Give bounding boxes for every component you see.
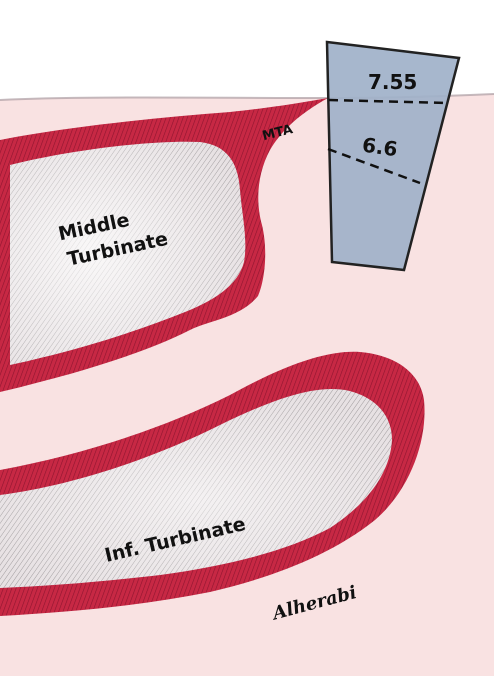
measure-lower-label: 6.6: [361, 133, 399, 162]
measure-upper-label: 7.55: [368, 70, 417, 94]
